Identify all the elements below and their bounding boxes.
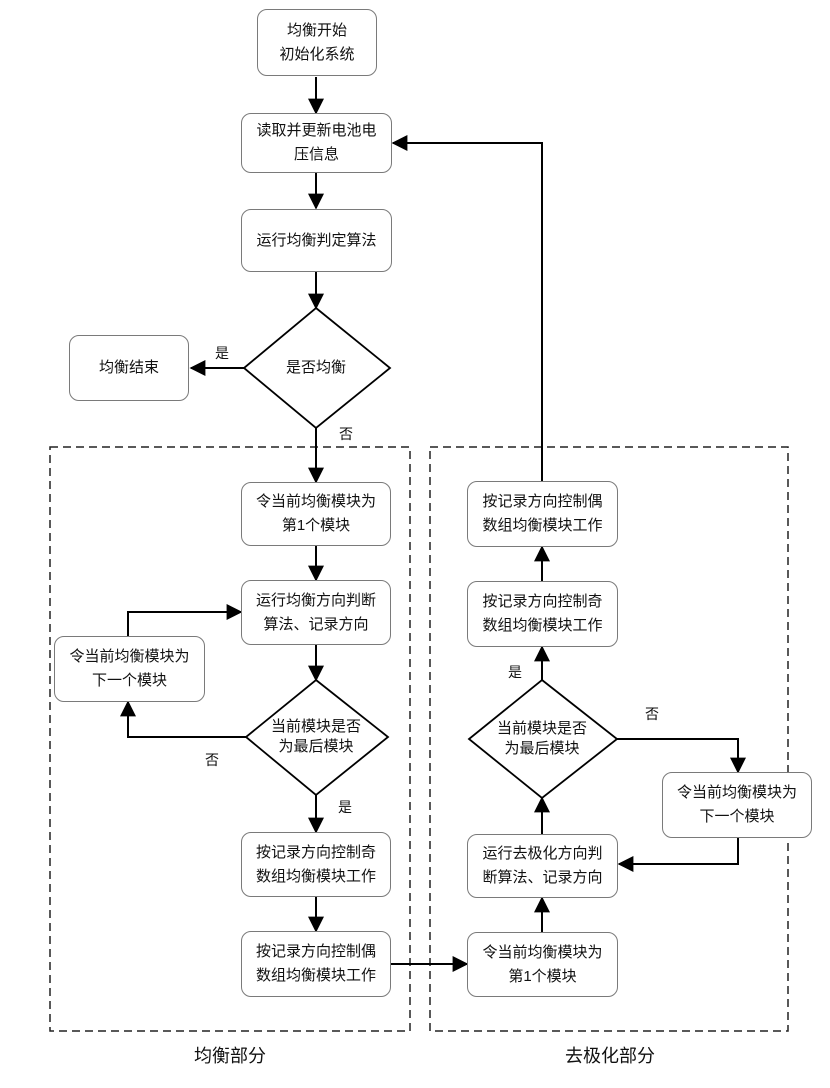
- left-first-text: 令当前均衡模块为 第1个模块: [255, 493, 376, 534]
- right-even-text: 按记录方向控制偶 数组均衡模块工作: [482, 493, 603, 534]
- decision-balanced-text: 是否均衡: [285, 359, 346, 376]
- label-no-main: 否: [339, 426, 353, 442]
- arrow-reven-read: [391, 135, 543, 482]
- depolar-section-title: 去极化部分: [565, 1046, 655, 1066]
- right-dir-box: 运行去极化方向判 断算法、记录方向: [467, 834, 618, 898]
- right-first-box: 令当前均衡模块为 第1个模块: [467, 932, 618, 997]
- right-next-text: 令当前均衡模块为 下一个模块: [676, 784, 797, 825]
- right-last-text: 当前模块是否 为最后模块: [496, 720, 587, 757]
- right-next-box: 令当前均衡模块为 下一个模块: [662, 772, 812, 838]
- balance-section-title: 均衡部分: [194, 1046, 266, 1066]
- left-odd-box: 按记录方向控制奇 数组均衡模块工作: [241, 832, 391, 897]
- label-right-yes: 是: [508, 664, 522, 680]
- decision-left-last: [244, 678, 390, 797]
- left-dir-text: 运行均衡方向判断 算法、记录方向: [255, 591, 376, 633]
- left-odd-text: 按记录方向控制奇 数组均衡模块工作: [255, 843, 376, 885]
- left-next-box: 令当前均衡模块为 下一个模块: [54, 636, 205, 702]
- left-next-text: 令当前均衡模块为 下一个模块: [69, 648, 190, 689]
- end-text: 均衡结束: [98, 359, 159, 376]
- left-dir-box: 运行均衡方向判断 算法、记录方向: [241, 580, 391, 645]
- end-box: 均衡结束: [69, 335, 189, 401]
- left-last-text: 当前模块是否 为最后模块: [270, 718, 361, 755]
- right-dir-text: 运行去极化方向判 断算法、记录方向: [482, 845, 603, 886]
- right-even-box: 按记录方向控制偶 数组均衡模块工作: [467, 481, 618, 547]
- balance-section-frame: [49, 446, 411, 1032]
- label-right-no: 否: [645, 706, 659, 722]
- decision-balanced: [242, 306, 392, 430]
- label-left-no: 否: [205, 752, 219, 768]
- left-first-box: 令当前均衡模块为 第1个模块: [241, 482, 391, 546]
- right-odd-text: 按记录方向控制奇 数组均衡模块工作: [482, 593, 603, 634]
- arrow-rnext-rdir: [617, 838, 739, 872]
- arrow-lnext-ldir: [127, 604, 243, 636]
- left-even-box: 按记录方向控制偶 数组均衡模块工作: [241, 931, 391, 997]
- judge-box: 运行均衡判定算法: [241, 209, 392, 272]
- right-first-text: 令当前均衡模块为 第1个模块: [482, 943, 603, 985]
- label-left-yes: 是: [338, 799, 352, 815]
- label-yes-end: 是: [215, 345, 229, 361]
- decision-right-last: [467, 678, 619, 800]
- judge-text: 运行均衡判定算法: [256, 231, 377, 249]
- left-even-text: 按记录方向控制偶 数组均衡模块工作: [255, 943, 376, 984]
- depolar-section-frame: [429, 446, 789, 1032]
- read-box: 读取并更新电池电 压信息: [241, 113, 392, 173]
- right-odd-box: 按记录方向控制奇 数组均衡模块工作: [467, 581, 618, 647]
- read-text: 读取并更新电池电 压信息: [256, 122, 377, 163]
- start-text: 均衡开始 初始化系统: [279, 21, 355, 63]
- arrow-llast-lnext: [120, 700, 246, 738]
- arrow-rlast-rnext: [617, 738, 746, 774]
- start-box: 均衡开始 初始化系统: [257, 9, 377, 76]
